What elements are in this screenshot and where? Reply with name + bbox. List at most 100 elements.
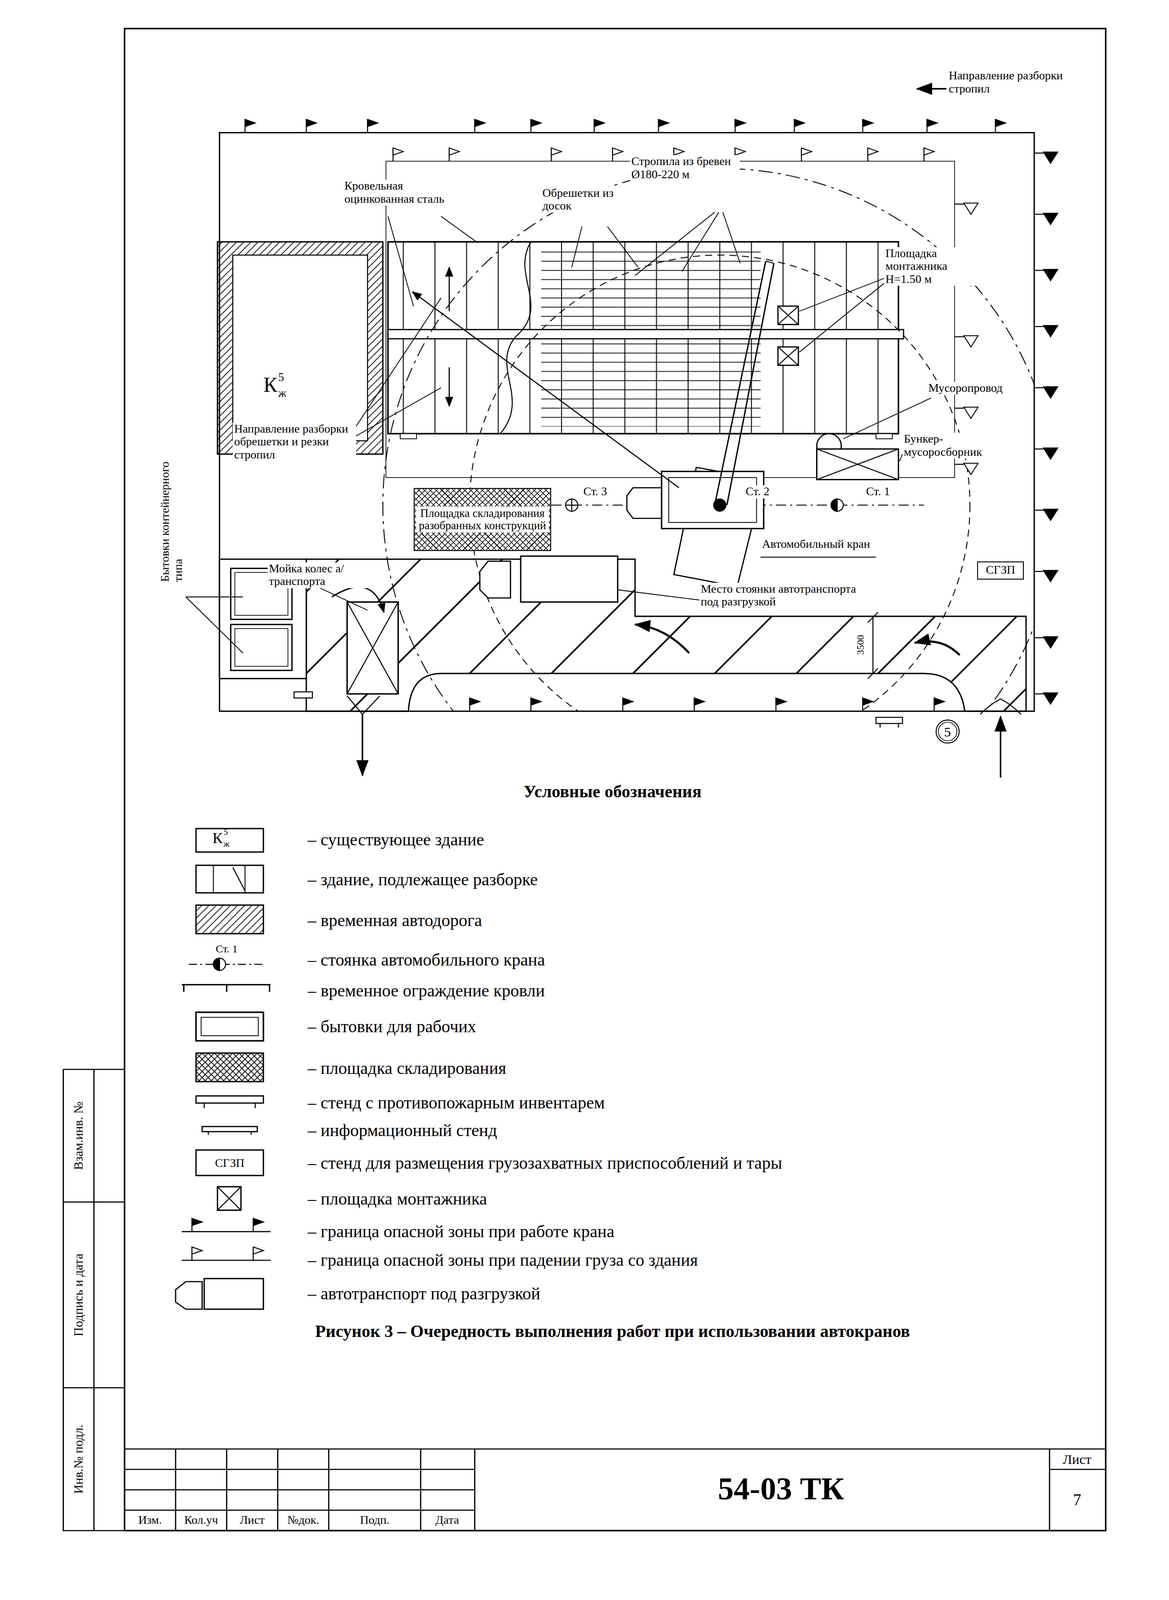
flag-pole (1034, 509, 1044, 511)
building-mark-letter: К (263, 373, 278, 397)
flag-pole (1034, 269, 1044, 271)
svg-rect (347, 602, 399, 695)
svg-rect (777, 306, 799, 325)
flag-mark (393, 147, 404, 156)
plan-label: Изм. (136, 1514, 164, 1528)
svg-path (331, 587, 384, 613)
flag-mark (622, 698, 634, 706)
svg-circle (565, 498, 578, 512)
leader-lines (185, 212, 932, 654)
plan-label: Бункер-мусоросборник (902, 432, 1008, 459)
flag-mark (963, 203, 979, 215)
plan-label: Лист (1061, 1452, 1093, 1468)
plan-label: Автомобильный кран (760, 538, 878, 552)
flag-mark (673, 147, 685, 156)
plan-label: Ст. 3 (582, 485, 609, 499)
building-type: ж (278, 386, 287, 401)
svg-rect (200, 1017, 259, 1037)
flag-mark (306, 119, 317, 127)
svg-path (347, 696, 380, 715)
svg-path (124, 1449, 1106, 1531)
plan-label: Ст. 2 (744, 485, 771, 499)
svg-path (880, 723, 899, 728)
flag-mark (1043, 269, 1058, 281)
svg-rect (204, 1278, 264, 1310)
flag-mark (734, 147, 746, 156)
legend-text: – информационный стенд (306, 1121, 499, 1141)
legend-text: – граница опасной зоны при падении груза… (306, 1251, 700, 1271)
svg-path (191, 1247, 254, 1261)
svg-path (617, 590, 700, 601)
legend-text: – площадка монтажника (306, 1189, 489, 1209)
roads (306, 559, 1027, 712)
flag-mark (244, 119, 256, 127)
plan-label: Кол.уч (182, 1514, 220, 1528)
svg-rect (386, 161, 955, 479)
crane-radius (382, 168, 1035, 712)
truck-crane (626, 261, 774, 587)
svg-circle (831, 498, 844, 512)
storage-area-box: Площадка складирования разобранных конст… (413, 488, 552, 552)
legend-text: – стенд для размещения грузозахватных пр… (306, 1154, 784, 1174)
svg-path (204, 1103, 256, 1109)
svg-path (185, 596, 244, 654)
flag-mark (1043, 570, 1058, 583)
plan-label: Дата (434, 1514, 461, 1528)
svg-rect (195, 1150, 264, 1176)
svg-rect (230, 624, 293, 671)
flag-mark (963, 407, 979, 419)
existing-building-box: К5ж (232, 255, 368, 442)
callout-circle: 5 (935, 719, 960, 744)
svg-path (799, 277, 886, 353)
flag-pole (1034, 213, 1044, 215)
plan-label: Стропила из бревен Ø180-220 м (630, 155, 740, 181)
svg-path (980, 699, 1022, 715)
flag-pole (1034, 693, 1044, 695)
flag-pole (1034, 448, 1044, 450)
flag-pole (1034, 326, 1044, 328)
work-arrows (412, 88, 947, 489)
svg-path (181, 984, 271, 993)
svg-rect (219, 132, 1035, 712)
svg-rect (195, 1012, 264, 1042)
svg-path (412, 292, 679, 489)
svg-path (635, 212, 741, 276)
svg-path (191, 1218, 264, 1227)
svg-path (208, 1131, 252, 1135)
legend-text: – бытовки для рабочих (306, 1017, 478, 1037)
svg-path (714, 261, 774, 506)
flag-mark (963, 463, 979, 475)
svg-path (765, 261, 774, 264)
legend-text: – стоянка автомобильного крана (306, 950, 547, 970)
svg-path (816, 449, 899, 480)
flag-mark (734, 119, 746, 127)
site-boundaries (219, 132, 1035, 712)
rigging-stand-box: СГЗП (977, 561, 1025, 581)
legend-text: – граница опасной зоны при работе крана (306, 1222, 616, 1242)
flag-mark (801, 147, 812, 156)
flag-pole (1034, 571, 1044, 573)
legend-text: – временная автодорога (306, 911, 484, 931)
flag-mark (612, 147, 623, 156)
svg-path (626, 488, 662, 519)
figure-caption: Рисунок 3 – Очередность выполнения работ… (313, 1322, 912, 1342)
svg-path (760, 557, 876, 558)
flag-mark (469, 698, 480, 706)
flag-mark (1043, 636, 1058, 649)
plan-label: Ст. 1 (864, 485, 891, 499)
plan-label: Направление разборки стропил (947, 69, 1104, 96)
flag-mark (867, 147, 879, 156)
svg-path (387, 216, 478, 307)
flag-mark (862, 119, 874, 127)
flag-pole (954, 407, 964, 409)
svg-circle (382, 168, 1035, 712)
flag-mark (1043, 386, 1058, 399)
flag-pole (954, 336, 964, 338)
svg-rect (195, 828, 264, 853)
stands (293, 692, 903, 729)
svg-path (999, 716, 1002, 778)
circle-outer (935, 720, 959, 744)
svg-path (361, 714, 363, 776)
svg-path (777, 347, 799, 366)
unloading-truck (479, 556, 618, 602)
